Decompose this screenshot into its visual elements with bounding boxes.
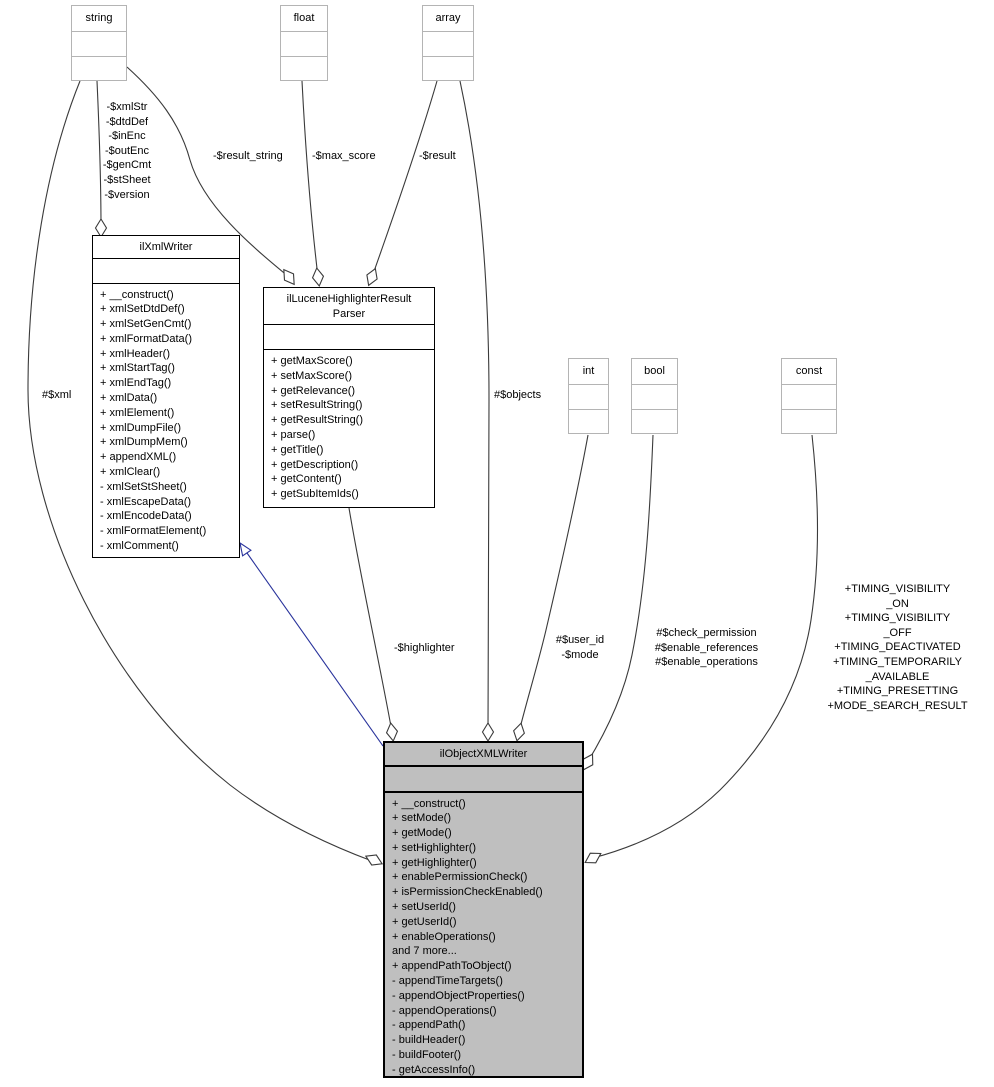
empty-methods-compartment — [782, 410, 836, 434]
edge-label-const-members: +TIMING_VISIBILITY _ON +TIMING_VISIBILIT… — [827, 583, 968, 712]
edge-label-xml: #$xml — [42, 389, 72, 401]
edge-array-to-parser — [371, 80, 438, 278]
empty-attributes-compartment — [93, 259, 239, 284]
class-title: const — [782, 359, 836, 385]
class-title: float — [281, 6, 327, 32]
empty-attributes-compartment — [264, 325, 434, 350]
edge-label-max-score: -$max_score — [312, 150, 376, 162]
edge-inheritance-ilobjectxmlwriter-to-ilxmlwriter — [246, 552, 384, 747]
edge-array-to-ilobjectxmlwriter — [459, 80, 490, 733]
edge-label-objects: #$objects — [494, 389, 542, 401]
class-title: ilXmlWriter — [93, 236, 239, 259]
class-title: string — [72, 6, 126, 32]
edge-bool-to-ilobjectxmlwriter — [586, 434, 654, 764]
methods-list: + __construct() + xmlSetDtdDef() + xmlSe… — [100, 288, 207, 553]
class-const[interactable]: const — [781, 358, 837, 434]
edge-const-to-ilobjectxmlwriter — [592, 434, 819, 859]
class-float[interactable]: float — [280, 5, 328, 81]
aggregation-diamond — [283, 268, 295, 286]
edge-label-bool-members: #$check_permission #$enable_references #… — [654, 627, 759, 669]
class-title: array — [423, 6, 473, 32]
empty-methods-compartment — [423, 57, 473, 81]
empty-methods-compartment — [281, 57, 327, 81]
empty-attributes-compartment — [72, 32, 126, 57]
edge-label-string-members: -$xmlStr -$dtdDef -$inEnc -$outEnc -$gen… — [102, 101, 152, 201]
empty-attributes-compartment — [423, 32, 473, 57]
empty-attributes-compartment — [385, 767, 582, 793]
empty-methods-compartment — [72, 57, 126, 81]
aggregation-diamond — [385, 722, 399, 742]
class-ilxmlwriter[interactable]: ilXmlWriter + __construct() + xmlSetDtdD… — [92, 235, 240, 558]
empty-methods-compartment — [632, 410, 677, 434]
class-title: bool — [632, 359, 677, 385]
edge-string-to-ilxmlwriter — [96, 80, 102, 229]
class-array[interactable]: array — [422, 5, 474, 81]
class-bool[interactable]: bool — [631, 358, 678, 434]
class-title: ilLuceneHighlighterResult Parser — [264, 288, 434, 325]
aggregation-diamond — [366, 267, 378, 287]
inheritance-arrow — [239, 541, 252, 557]
aggregation-diamond — [481, 721, 495, 743]
edge-label-highlighter: -$highlighter — [394, 642, 455, 654]
class-int[interactable]: int — [568, 358, 609, 434]
edge-int-to-ilobjectxmlwriter — [518, 434, 589, 733]
empty-attributes-compartment — [632, 385, 677, 410]
edge-label-int-members: #$user_id -$mode — [555, 634, 605, 661]
empty-attributes-compartment — [782, 385, 836, 410]
edge-float-to-parser — [301, 80, 319, 278]
aggregation-diamond — [311, 267, 325, 287]
edge-string-to-ilobjectxmlwriter — [27, 80, 373, 862]
edge-string-to-parser — [126, 66, 290, 278]
edge-label-result-string: -$result_string — [213, 150, 283, 162]
methods-list: + getMaxScore() + setMaxScore() + getRel… — [271, 355, 364, 501]
aggregation-diamond — [513, 722, 525, 742]
class-title: int — [569, 359, 608, 385]
empty-attributes-compartment — [569, 385, 608, 410]
empty-methods-compartment — [569, 410, 608, 434]
class-string[interactable]: string — [71, 5, 127, 81]
class-title: ilObjectXMLWriter — [385, 743, 582, 767]
aggregation-diamond — [584, 852, 602, 864]
class-ilobjectxmlwriter[interactable]: ilObjectXMLWriter + __construct() + setM… — [383, 741, 584, 1078]
empty-attributes-compartment — [281, 32, 327, 57]
edge-label-result: -$result — [419, 150, 456, 162]
methods-list: + __construct() + setMode() + getMode() … — [392, 797, 543, 1076]
class-illucenehighlighterresultparser[interactable]: ilLuceneHighlighterResult Parser + getMa… — [263, 287, 435, 508]
aggregation-diamond — [364, 854, 384, 866]
edge-parser-to-ilobjectxmlwriter — [348, 507, 393, 733]
